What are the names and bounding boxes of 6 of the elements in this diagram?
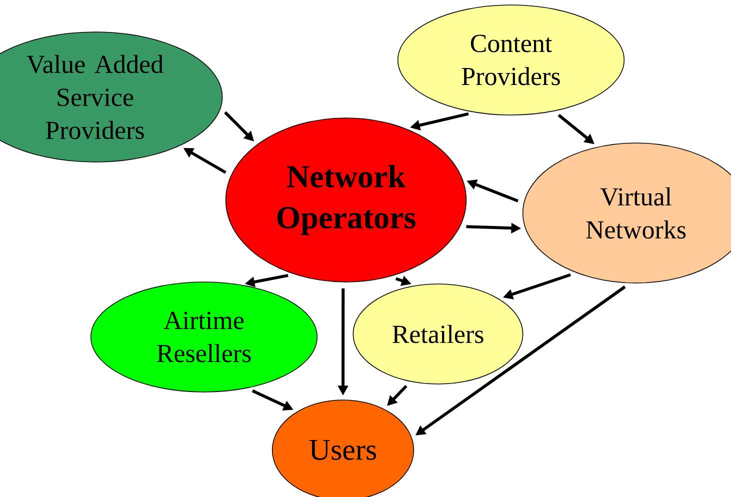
- ellipse-node: Network Operators: [225, 118, 467, 282]
- ellipse-node: Retailers: [352, 284, 524, 384]
- ellipse-node: Users: [272, 400, 414, 497]
- ellipse-node: Virtual Networks: [522, 142, 731, 284]
- ellipse-node: Airtime Resellers: [90, 282, 318, 392]
- ellipse-node: Content Providers: [397, 4, 625, 116]
